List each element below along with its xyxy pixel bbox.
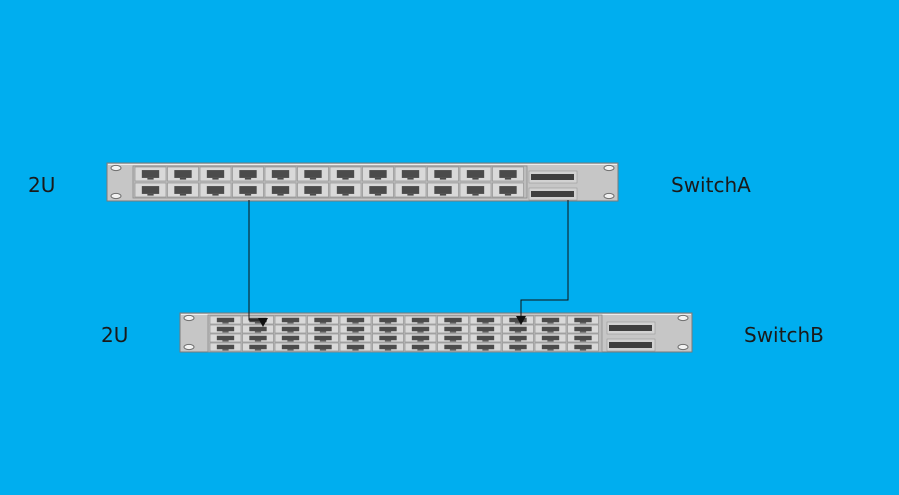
ethernet-port: [503, 343, 534, 351]
switch-a-rack-units-label: 2U: [28, 175, 55, 195]
ethernet-port: [438, 343, 469, 351]
ethernet-port: [568, 334, 599, 342]
ethernet-port: [535, 325, 566, 333]
ethernet-port: [200, 167, 231, 181]
ethernet-port: [298, 183, 329, 197]
ethernet-port: [275, 325, 306, 333]
cable-1: [249, 200, 263, 320]
switch-a-chassis: [107, 163, 618, 201]
ethernet-port: [535, 343, 566, 351]
ethernet-port: [405, 325, 436, 333]
screw-hole: [184, 344, 194, 349]
cable-2: [521, 200, 568, 318]
ethernet-port: [395, 183, 426, 197]
ethernet-port: [308, 316, 339, 324]
ethernet-port: [438, 316, 469, 324]
ethernet-port: [503, 334, 534, 342]
ethernet-port: [460, 183, 491, 197]
ethernet-port: [568, 325, 599, 333]
ethernet-port: [340, 343, 371, 351]
ethernet-port: [568, 343, 599, 351]
ethernet-port: [330, 183, 361, 197]
ethernet-port: [243, 325, 274, 333]
ethernet-port: [233, 183, 264, 197]
ethernet-port: [308, 343, 339, 351]
ethernet-port: [373, 325, 404, 333]
ethernet-port: [308, 325, 339, 333]
ethernet-port: [373, 343, 404, 351]
ethernet-port: [210, 316, 241, 324]
uplink-slot: [531, 191, 574, 197]
ethernet-port: [340, 325, 371, 333]
ethernet-port: [243, 343, 274, 351]
ethernet-port: [460, 167, 491, 181]
ethernet-port: [168, 183, 199, 197]
ethernet-port: [135, 167, 166, 181]
ethernet-port: [275, 343, 306, 351]
ethernet-port: [493, 167, 524, 181]
ethernet-port: [438, 325, 469, 333]
ethernet-port: [340, 316, 371, 324]
ethernet-port: [340, 334, 371, 342]
ethernet-port: [210, 343, 241, 351]
ethernet-port: [275, 316, 306, 324]
ethernet-port: [535, 334, 566, 342]
ethernet-port: [135, 183, 166, 197]
screw-hole: [604, 165, 614, 170]
switch-a-name-label: SwitchA: [671, 175, 751, 195]
switch-b-chassis: [180, 313, 692, 352]
ethernet-port: [395, 167, 426, 181]
ethernet-port: [275, 334, 306, 342]
screw-hole: [184, 315, 194, 320]
ethernet-port: [330, 167, 361, 181]
ethernet-port: [243, 334, 274, 342]
ethernet-port: [428, 167, 459, 181]
ethernet-port: [470, 343, 501, 351]
screw-hole: [678, 344, 688, 349]
ethernet-port: [493, 183, 524, 197]
ethernet-port: [233, 167, 264, 181]
ethernet-port: [373, 334, 404, 342]
ethernet-port: [405, 343, 436, 351]
uplink-slot: [609, 325, 652, 331]
uplink-slot: [531, 174, 574, 180]
screw-hole: [111, 165, 121, 170]
switch-b-name-label: SwitchB: [744, 325, 824, 345]
ethernet-port: [535, 316, 566, 324]
ethernet-port: [428, 183, 459, 197]
ethernet-port: [308, 334, 339, 342]
ethernet-port: [200, 183, 231, 197]
ethernet-port: [503, 325, 534, 333]
ethernet-port: [265, 167, 296, 181]
ethernet-port: [210, 334, 241, 342]
switch-b-rack-units-label: 2U: [101, 325, 128, 345]
ethernet-port: [438, 334, 469, 342]
ethernet-port: [373, 316, 404, 324]
screw-hole: [604, 193, 614, 198]
ethernet-port: [363, 183, 394, 197]
ethernet-port: [470, 316, 501, 324]
screw-hole: [678, 315, 688, 320]
ethernet-port: [470, 334, 501, 342]
ethernet-port: [405, 316, 436, 324]
ethernet-port: [470, 325, 501, 333]
ethernet-port: [265, 183, 296, 197]
screw-hole: [111, 193, 121, 198]
ethernet-port: [568, 316, 599, 324]
ethernet-port: [405, 334, 436, 342]
ethernet-port: [363, 167, 394, 181]
ethernet-port: [168, 167, 199, 181]
cables: [249, 200, 568, 327]
uplink-slot: [609, 342, 652, 348]
ethernet-port: [210, 325, 241, 333]
ethernet-port: [298, 167, 329, 181]
